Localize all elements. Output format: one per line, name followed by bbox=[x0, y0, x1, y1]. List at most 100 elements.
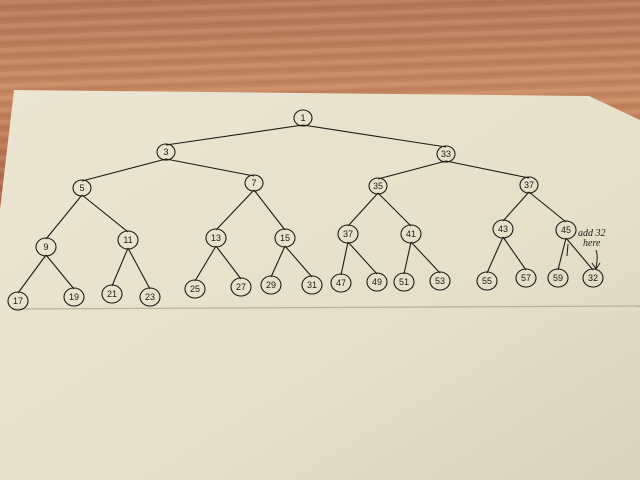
tree-node: 23 bbox=[139, 287, 161, 307]
tree-edge bbox=[81, 194, 129, 233]
node-label: 1 bbox=[300, 113, 305, 123]
tree-node: 51 bbox=[393, 272, 415, 292]
stray-pen-mark bbox=[566, 243, 569, 257]
tree-node: 3 bbox=[156, 143, 176, 161]
node-label: 37 bbox=[524, 180, 534, 190]
node-label: 49 bbox=[372, 277, 382, 287]
node-circle bbox=[429, 271, 451, 291]
node-circle bbox=[101, 284, 123, 304]
tree-node: 37 bbox=[337, 224, 359, 244]
tree-node: 27 bbox=[230, 277, 252, 297]
node-circle bbox=[400, 224, 422, 244]
node-circle bbox=[337, 224, 359, 244]
node-circle bbox=[139, 287, 161, 307]
node-circle bbox=[301, 275, 323, 295]
tree-node: 53 bbox=[429, 271, 451, 291]
tree-edge bbox=[445, 160, 530, 179]
node-label: 13 bbox=[211, 233, 221, 243]
tree-node: 19 bbox=[63, 287, 85, 307]
node-label: 31 bbox=[307, 280, 317, 290]
node-label: 47 bbox=[336, 278, 346, 288]
node-circle bbox=[330, 273, 352, 293]
node-label: 9 bbox=[43, 242, 48, 252]
node-label: 17 bbox=[13, 296, 23, 306]
tree-edge bbox=[215, 245, 242, 280]
node-circle bbox=[519, 176, 539, 194]
tree-edge bbox=[45, 194, 83, 240]
tree-node: 13 bbox=[205, 228, 227, 248]
tree-edge bbox=[270, 245, 286, 278]
paper-body bbox=[0, 90, 640, 480]
tree-edge bbox=[502, 236, 527, 271]
tree-edge bbox=[253, 189, 286, 231]
tree-edge bbox=[194, 245, 217, 282]
node-label: 11 bbox=[123, 235, 132, 245]
tree-node: 49 bbox=[366, 272, 388, 292]
node-circle bbox=[582, 268, 604, 288]
tree-node: 1 bbox=[293, 109, 313, 127]
tree-edge bbox=[302, 124, 447, 148]
paper-fold-line bbox=[11, 305, 640, 310]
tree-edge bbox=[17, 254, 47, 294]
node-circle bbox=[515, 268, 537, 288]
tree-edge bbox=[528, 191, 567, 223]
node-label: 25 bbox=[190, 284, 200, 294]
node-label: 32 bbox=[588, 273, 598, 283]
tree-edge bbox=[347, 241, 378, 275]
tree-edge bbox=[45, 254, 75, 290]
tree-edge bbox=[127, 247, 151, 290]
tree-node: 41 bbox=[400, 224, 422, 244]
node-circle bbox=[156, 143, 176, 161]
tree-edge bbox=[565, 237, 594, 271]
tree-node: 37 bbox=[519, 176, 539, 194]
node-circle bbox=[63, 287, 85, 307]
tree-node: 59 bbox=[547, 268, 569, 288]
tree-node: 15 bbox=[274, 228, 296, 248]
node-circle bbox=[205, 228, 227, 248]
node-circle bbox=[7, 291, 29, 311]
node-label: 43 bbox=[498, 224, 508, 234]
node-label: 23 bbox=[145, 292, 155, 302]
node-circle bbox=[244, 174, 264, 192]
node-circle bbox=[476, 271, 498, 291]
tree-edge bbox=[347, 192, 379, 227]
node-circle bbox=[368, 177, 388, 195]
tree-edge bbox=[377, 160, 447, 180]
annotation-line-1: add 32 bbox=[578, 228, 606, 239]
node-circle bbox=[555, 220, 577, 240]
tree-edges bbox=[17, 124, 594, 294]
node-label: 33 bbox=[441, 149, 451, 159]
tree-node: 35 bbox=[368, 177, 388, 195]
tree-node: 7 bbox=[244, 174, 264, 192]
tree-node: 17 bbox=[7, 291, 29, 311]
tree-node: 31 bbox=[301, 275, 323, 295]
tree-node: 21 bbox=[101, 284, 123, 304]
node-label: 27 bbox=[236, 282, 246, 292]
node-label: 37 bbox=[343, 229, 353, 239]
tree-edge bbox=[502, 191, 530, 222]
node-circle bbox=[274, 228, 296, 248]
tree-edge bbox=[410, 241, 441, 274]
tree-edge bbox=[165, 158, 255, 177]
node-circle bbox=[230, 277, 252, 297]
tree-edge bbox=[165, 124, 304, 146]
node-circle bbox=[260, 275, 282, 295]
node-label: 51 bbox=[399, 277, 409, 287]
tree-edge bbox=[340, 241, 349, 276]
annotation-line-2: here bbox=[583, 238, 601, 249]
tree-node: 45 bbox=[555, 220, 577, 240]
node-circle bbox=[35, 237, 57, 257]
tree-node: 9 bbox=[35, 237, 57, 257]
node-circle bbox=[293, 109, 313, 127]
node-label: 15 bbox=[280, 233, 290, 243]
tree-node: 25 bbox=[184, 279, 206, 299]
node-label: 41 bbox=[406, 229, 416, 239]
node-label: 45 bbox=[561, 225, 571, 235]
tree-edge bbox=[111, 247, 129, 287]
tree-node: 33 bbox=[436, 145, 456, 163]
tree-edge bbox=[377, 192, 412, 227]
tree-edge bbox=[215, 189, 255, 231]
